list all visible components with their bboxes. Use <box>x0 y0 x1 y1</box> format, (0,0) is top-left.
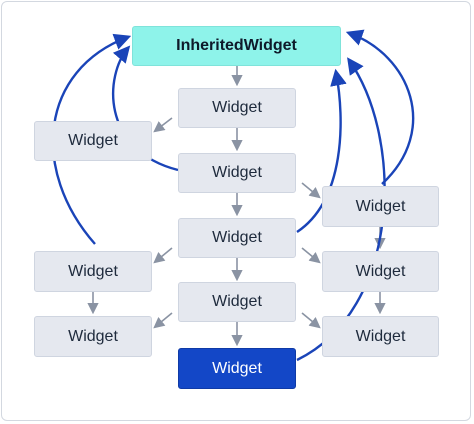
arrow-w3-to-right2 <box>301 247 321 264</box>
arrow-w2-to-right1 <box>301 182 321 199</box>
lookup-w2-to-inherited <box>112 45 179 172</box>
widget-node-level3: Widget <box>178 218 296 258</box>
widget-node-level1: Widget <box>178 88 296 128</box>
widget-node-right-1: Widget <box>322 186 439 227</box>
selected-widget-node: Widget <box>178 348 296 389</box>
widget-node-right-3: Widget <box>322 316 439 357</box>
lookup-w3-to-inherited <box>296 68 347 233</box>
arrow-w3-to-left2 <box>153 247 173 264</box>
arrow-w1-to-left1 <box>153 117 173 133</box>
widget-node-left-1: Widget <box>34 121 152 161</box>
widget-node-level2: Widget <box>178 153 296 193</box>
widget-node-right-2: Widget <box>322 251 439 292</box>
lookup-right1-to-inherited <box>345 29 415 185</box>
arrow-w4-to-left3 <box>153 312 173 329</box>
widget-node-level4: Widget <box>178 282 296 322</box>
widget-node-left-2: Widget <box>34 251 152 292</box>
inherited-widget-node: InheritedWidget <box>132 26 341 66</box>
arrow-w4-to-right3 <box>301 312 321 329</box>
tree-arrows <box>87 66 386 347</box>
widget-node-left-3: Widget <box>34 316 152 357</box>
